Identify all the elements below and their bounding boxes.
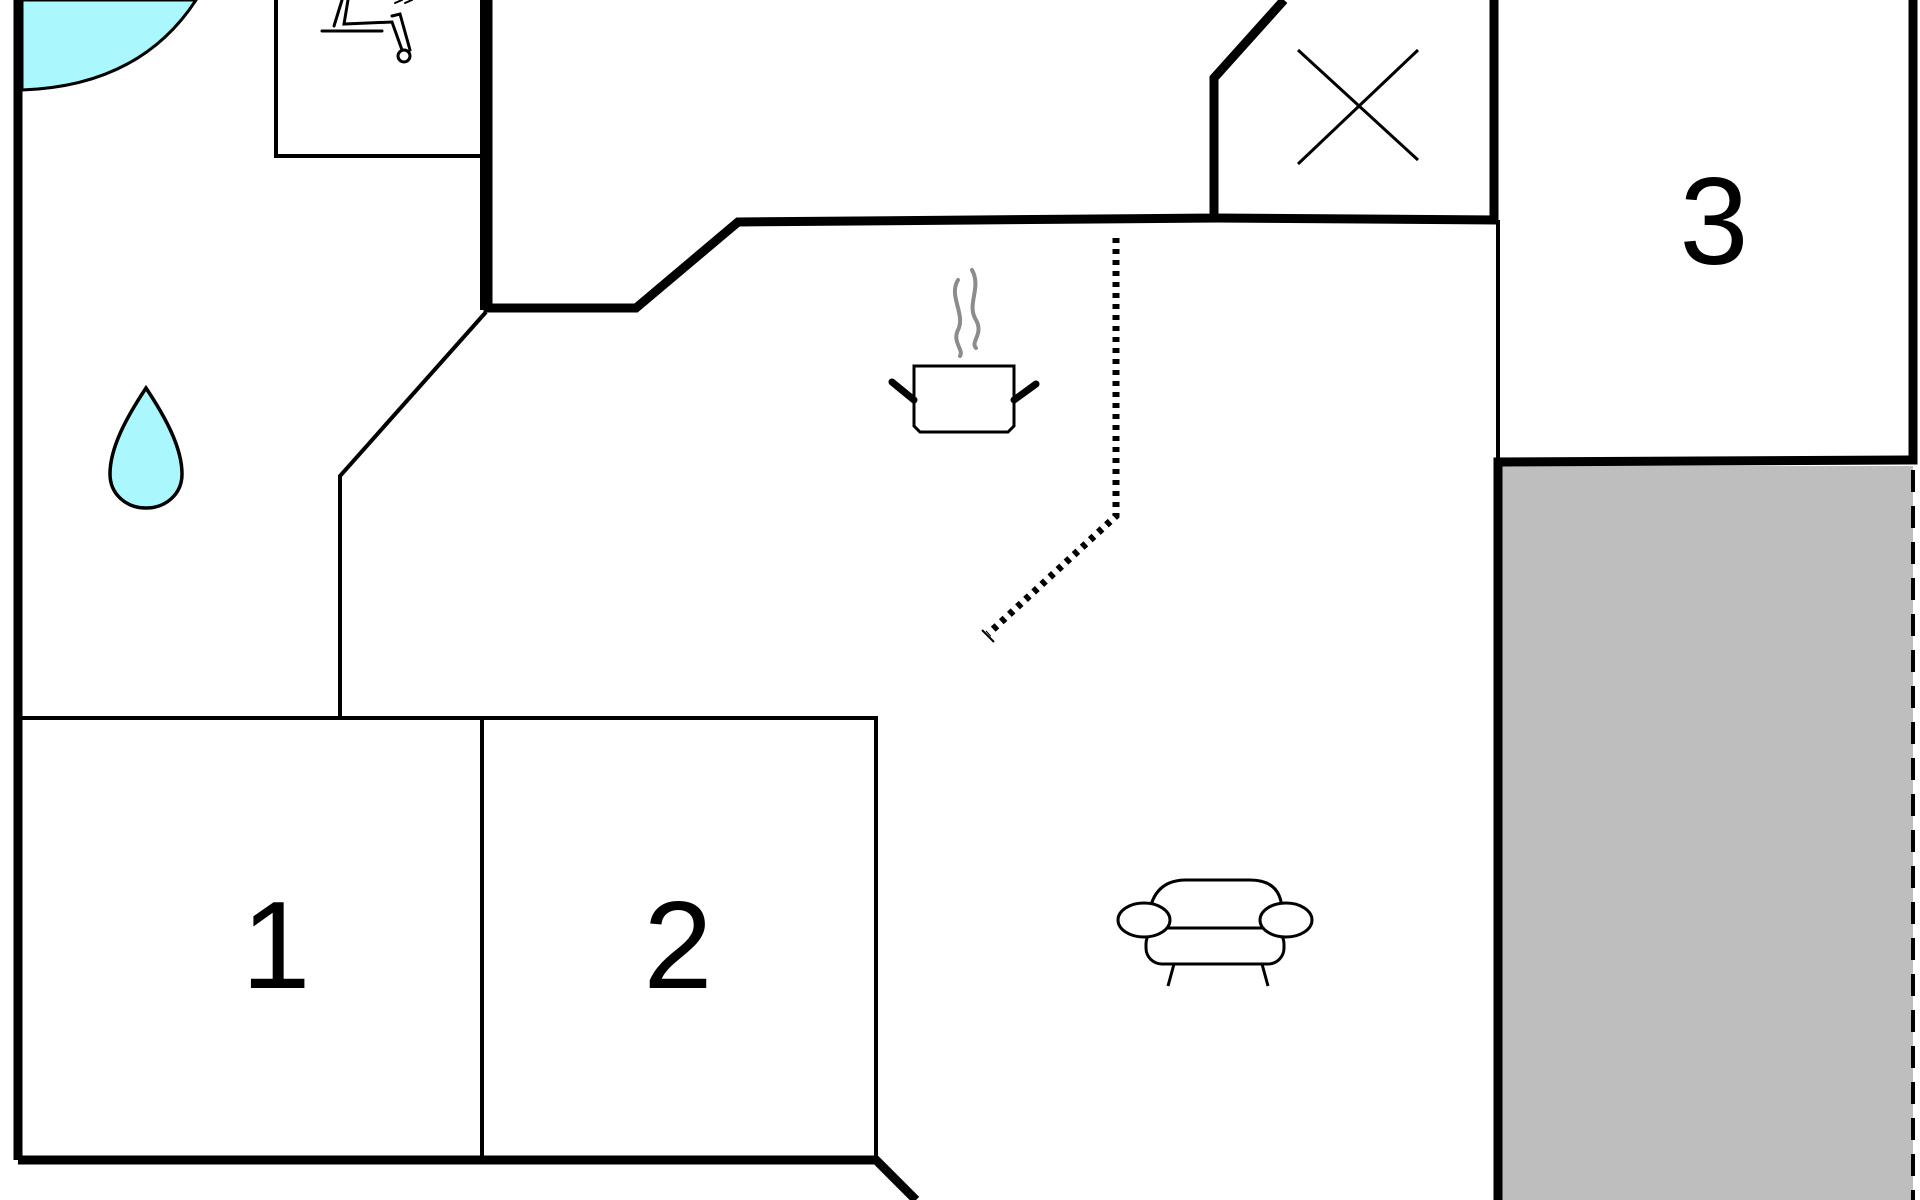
room-1-number: 1 [242,877,311,1015]
kitchen-top-wall [1213,213,1499,225]
cooking-pot-icon [888,268,1040,434]
pot-steam-right [970,268,981,350]
cross-line-2 [1296,48,1420,166]
bathroom-diagonal-wall [338,310,488,718]
bedroom-top-wall [18,716,878,1160]
counter-end-tick [981,629,995,643]
counter-dashes [985,238,1120,637]
sauna-steam [394,0,413,4]
pot-body [912,364,1016,434]
terrace-fill [1498,466,1913,1200]
sauna-person-leg [390,12,412,52]
terrace-wall [1493,0,1918,1200]
terrace [1498,466,1915,1200]
pot-handle-left [888,378,918,404]
pot-steam-left [952,278,963,358]
room-3-number: 3 [1680,153,1749,291]
kitchen-counter-line [985,238,1120,637]
sauna-person-body [342,0,404,52]
cross-icon [1296,48,1420,166]
interior-walls [18,0,1500,1160]
outer-walls [13,0,1918,1200]
water-drop-icon [108,384,184,510]
sofa-icon [1116,878,1314,987]
sauna-foot [396,48,412,64]
sofa-arm-left [1116,901,1172,939]
pot-handle-right [1010,380,1040,404]
sauna-icon [320,0,413,64]
hallway-upper-wall [483,0,1288,313]
room-2-number: 2 [644,877,713,1015]
sauna-walls [274,0,482,158]
sauna-person-back [332,0,344,28]
sofa-leg-left [1166,963,1176,987]
sofa-seat [1144,926,1286,966]
sofa-arm-right [1258,901,1314,939]
sofa-leg-right [1260,963,1270,987]
water-area [20,0,198,92]
